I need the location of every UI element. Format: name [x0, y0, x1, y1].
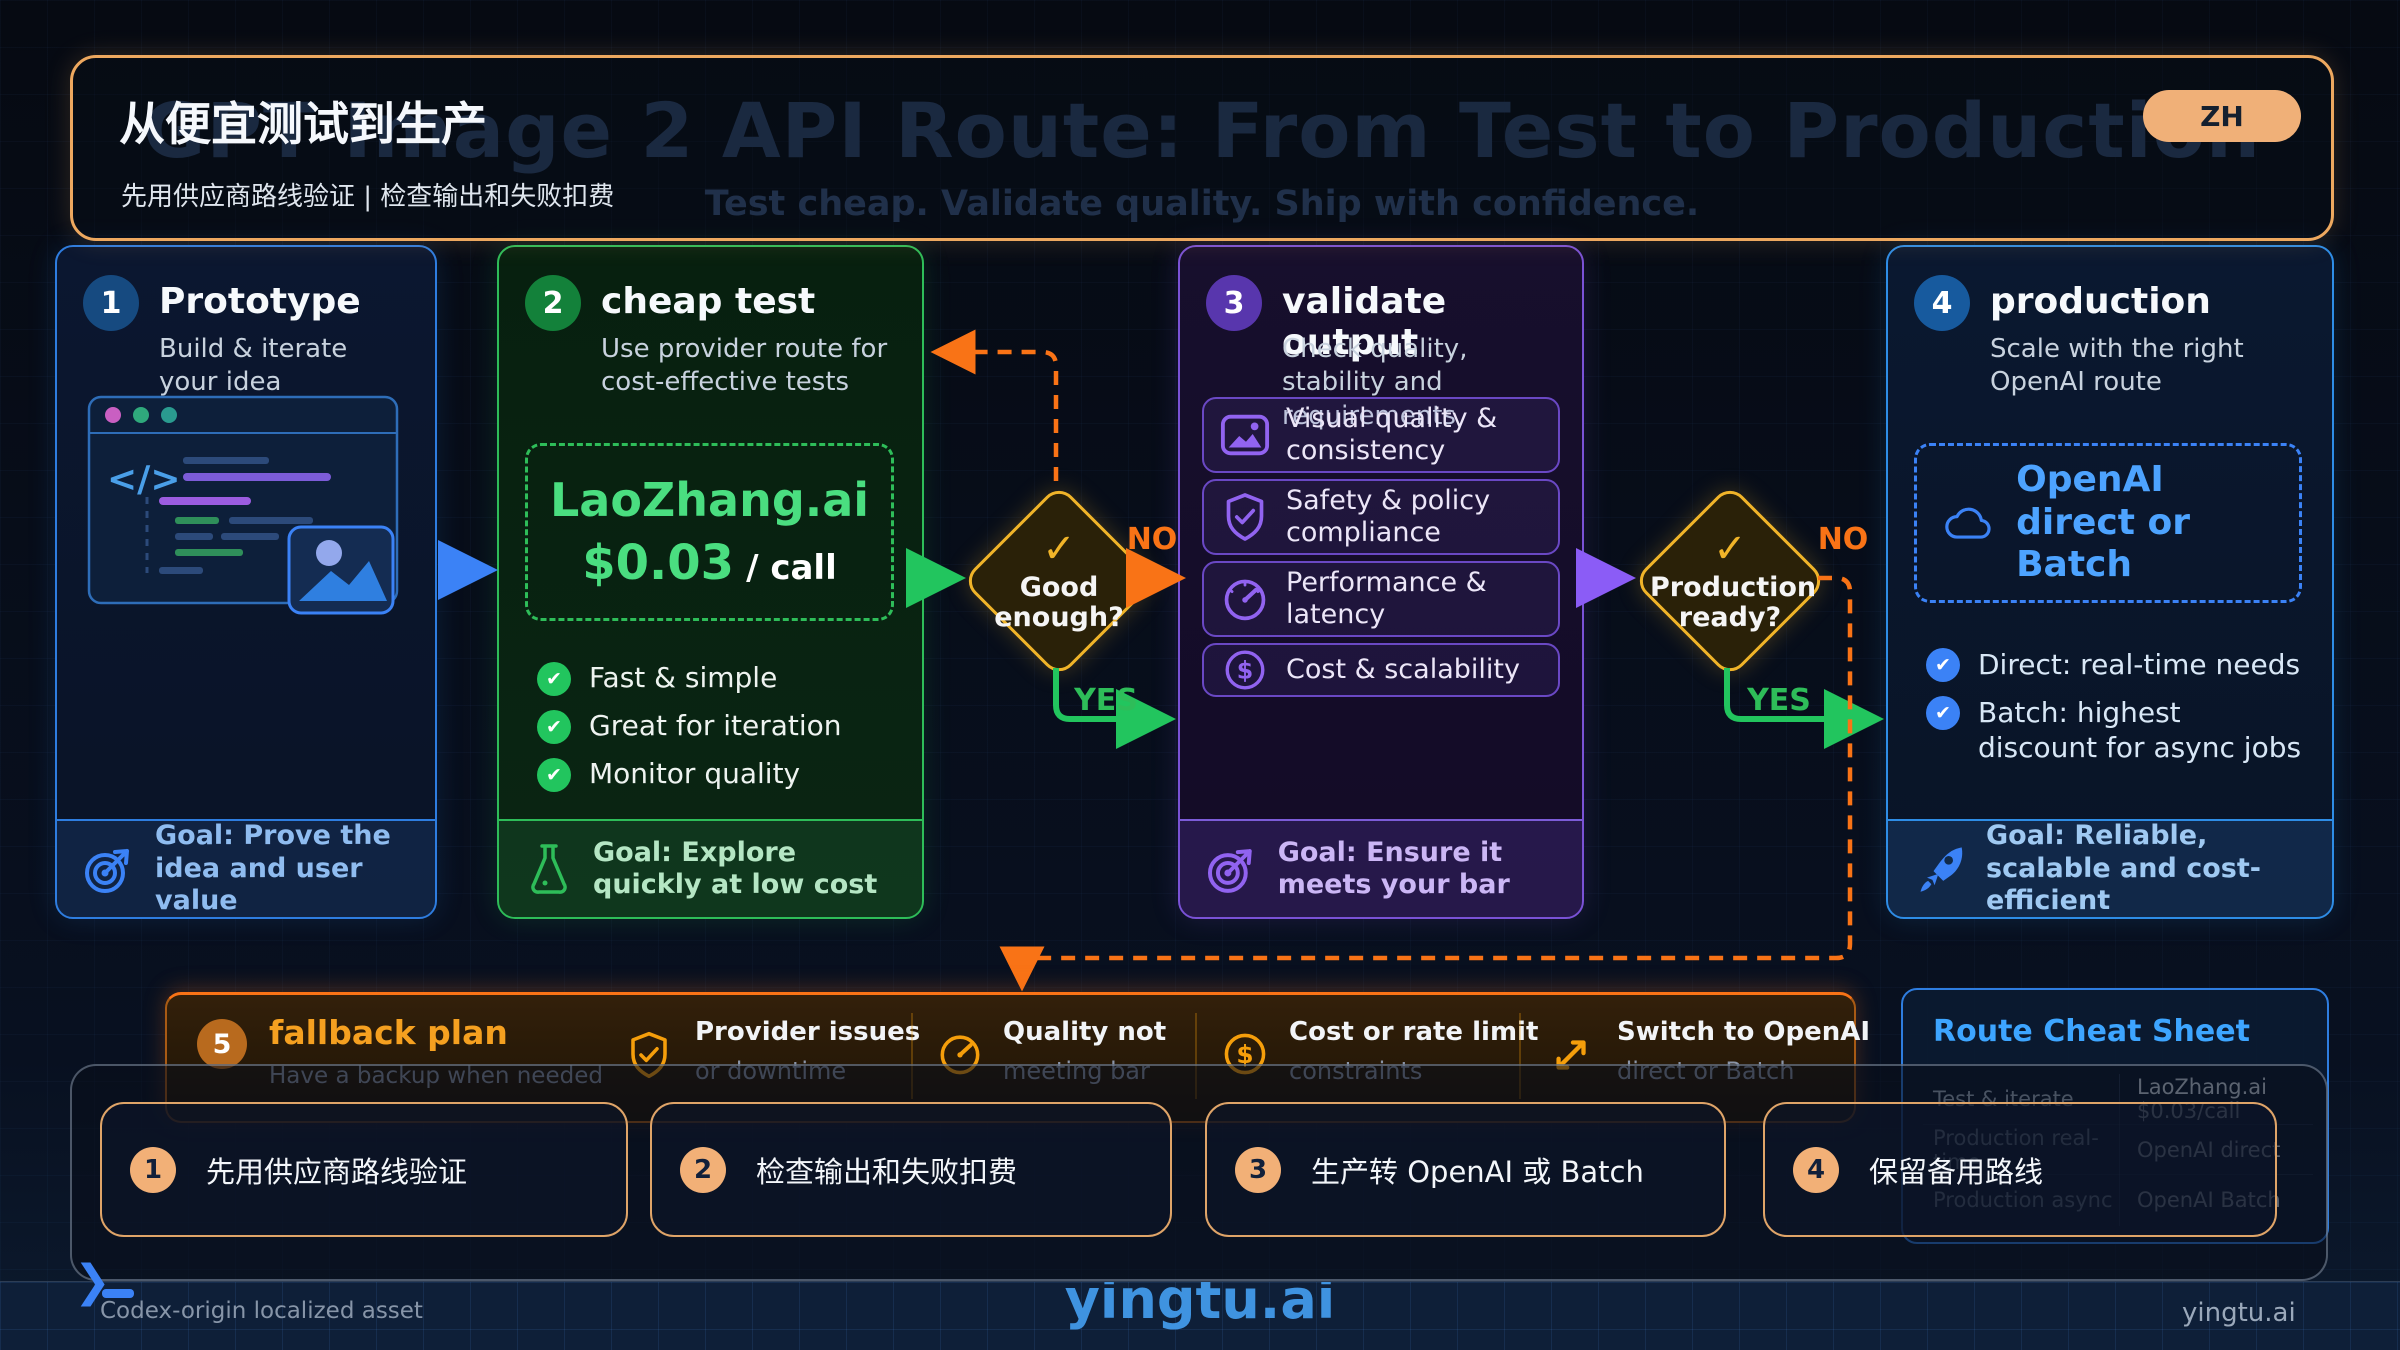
arrow-decision1-no-loop [930, 329, 1059, 481]
switch-arrows-icon [1549, 1031, 1595, 1077]
divider [1519, 1013, 1521, 1099]
decision-good-enough: ✓ Good enough? [961, 483, 1157, 679]
validation-item: $ Cost & scalability [1202, 643, 1560, 697]
step-title: validate output [1282, 281, 1447, 363]
arrow-decision1-yes [1053, 668, 1176, 749]
page-subtitle: 先用供应商路线验证 | 检查输出和失败扣费 [121, 182, 615, 212]
note-number-badge: 1 [130, 1146, 176, 1193]
note-box: 2 检查输出和失败扣费 [650, 1102, 1172, 1237]
decision1-yes-label: YES [1073, 683, 1138, 718]
step-number-badge: 4 [1914, 275, 1970, 331]
openai-route-box: OpenAI direct or Batch [1914, 443, 2302, 603]
decision2-no-label: NO [1818, 522, 1869, 557]
brand-label: yingtu.ai [2182, 1298, 2296, 1328]
logo-underline-bar [102, 1289, 134, 1298]
step-subtitle: Check quality, stability and requirement… [1282, 334, 1468, 431]
price-unit: / call [746, 548, 837, 588]
step-subtitle: Use provider route for cost-effective te… [601, 334, 888, 398]
image-thumbnail-icon [287, 525, 395, 615]
provider-highlight-box: LaoZhang.ai $0.03 / call [525, 443, 894, 621]
goal-text: Goal: Prove the idea and user value [155, 820, 391, 917]
step-number-badge: 2 [525, 275, 581, 331]
decision-production-ready: ✓ Production ready? [1632, 483, 1828, 679]
fallback-title: fallback plan [269, 1013, 508, 1052]
note-box: 4 保留备用路线 [1763, 1102, 2277, 1237]
image-icon [1212, 413, 1278, 457]
note-number-badge: 3 [1235, 1146, 1281, 1193]
dollar-icon: $ [1212, 648, 1278, 692]
shield-icon [1212, 492, 1278, 542]
checklist-item: ✔ Direct: real-time needs [1926, 647, 2308, 682]
validation-item: Safety & policy compliance [1202, 479, 1560, 555]
step-title: Prototype [159, 281, 361, 322]
goal-text: Goal: Ensure it meets your bar [1277, 836, 1510, 900]
gauge-icon [1212, 575, 1278, 623]
checklist-item: ✔ Great for iteration [537, 709, 842, 744]
check-icon: ✔ [537, 710, 571, 744]
arrow-decision2-yes [1724, 668, 1884, 749]
target-icon [1207, 849, 1252, 893]
step-card-validate-output: 3 validate output Check quality, stabili… [1178, 245, 1584, 919]
goal-footer: Goal: Prove the idea and user value [57, 819, 435, 917]
note-number-badge: 2 [680, 1146, 726, 1193]
check-icon: ✓ [1042, 525, 1076, 572]
page-title: 从便宜测试到生产 [119, 97, 487, 151]
validation-item: Performance & latency [1202, 561, 1560, 637]
note-number-badge: 4 [1793, 1146, 1839, 1193]
step-number-badge: 1 [83, 275, 139, 331]
goal-footer: Goal: Ensure it meets your bar [1180, 819, 1582, 917]
step-card-prototype: 1 Prototype Build & iterate your idea </… [55, 245, 437, 919]
code-icon: </> [107, 459, 180, 500]
step-title: cheap test [601, 281, 816, 322]
svg-text:$: $ [1236, 1040, 1253, 1069]
route-label: OpenAI direct or Batch [2016, 459, 2190, 586]
step-subtitle: Scale with the right OpenAI route [1990, 334, 2244, 398]
validation-item: Visual quality & consistency [1202, 397, 1560, 473]
check-icon: ✔ [1926, 648, 1960, 682]
watermark-brand: yingtu.ai [1064, 1281, 1336, 1331]
step-number-badge: 5 [197, 1019, 247, 1069]
svg-text:$: $ [1237, 656, 1253, 684]
ghost-english-title: GPT Image 2 API Route: From Test to Prod… [142, 86, 2262, 175]
checklist-item: ✔ Monitor quality [537, 757, 800, 792]
header-panel: GPT Image 2 API Route: From Test to Prod… [70, 55, 2334, 241]
goal-text: Goal: Reliable, scalable and cost-effici… [1986, 820, 2261, 917]
check-icon: ✔ [537, 662, 571, 696]
asset-origin-label: Codex-origin localized asset [100, 1298, 423, 1324]
rocket-icon [1920, 847, 1963, 892]
ghost-english-subtitle: Test cheap. Validate quality. Ship with … [704, 184, 1700, 224]
check-icon: ✔ [537, 758, 571, 792]
decision1-no-label: NO [1127, 522, 1178, 557]
goal-footer: Goal: Reliable, scalable and cost-effici… [1888, 819, 2332, 917]
step-title: production [1990, 281, 2211, 322]
language-toggle-button[interactable]: ZH [2143, 90, 2301, 142]
cloud-icon [1945, 507, 1991, 539]
browser-mockup-illustration: </> [87, 395, 399, 615]
price-value: $0.03 [582, 535, 735, 591]
note-box: 3 生产转 OpenAI 或 Batch [1205, 1102, 1726, 1237]
checklist-item: ✔ Fast & simple [537, 661, 777, 696]
footer-strip: yingtu.ai Codex-origin localized asset y… [0, 1281, 2400, 1350]
decision2-yes-label: YES [1746, 683, 1811, 718]
divider [1195, 1013, 1197, 1099]
checklist-item: ✔ Batch: highest discount for async jobs [1926, 695, 2308, 765]
step-subtitle: Build & iterate your idea [159, 334, 348, 398]
divider [911, 1013, 913, 1099]
goal-text: Goal: Explore quickly at low cost [593, 836, 878, 900]
check-icon: ✔ [1926, 696, 1960, 730]
provider-name: LaoZhang.ai [549, 473, 870, 527]
cheat-sheet-title: Route Cheat Sheet [1933, 1014, 2250, 1049]
step-card-cheap-test: 2 cheap test Use provider route for cost… [497, 245, 924, 919]
step-number-badge: 3 [1206, 275, 1262, 331]
chevron-logo-icon: ❯ [74, 1256, 111, 1307]
check-icon: ✓ [1713, 525, 1747, 572]
note-box: 1 先用供应商路线验证 [100, 1102, 628, 1237]
target-icon [85, 849, 129, 893]
flask-icon [531, 844, 567, 894]
step-card-production: 4 production Scale with the right OpenAI… [1886, 245, 2334, 919]
goal-footer: Goal: Explore quickly at low cost [499, 819, 922, 917]
